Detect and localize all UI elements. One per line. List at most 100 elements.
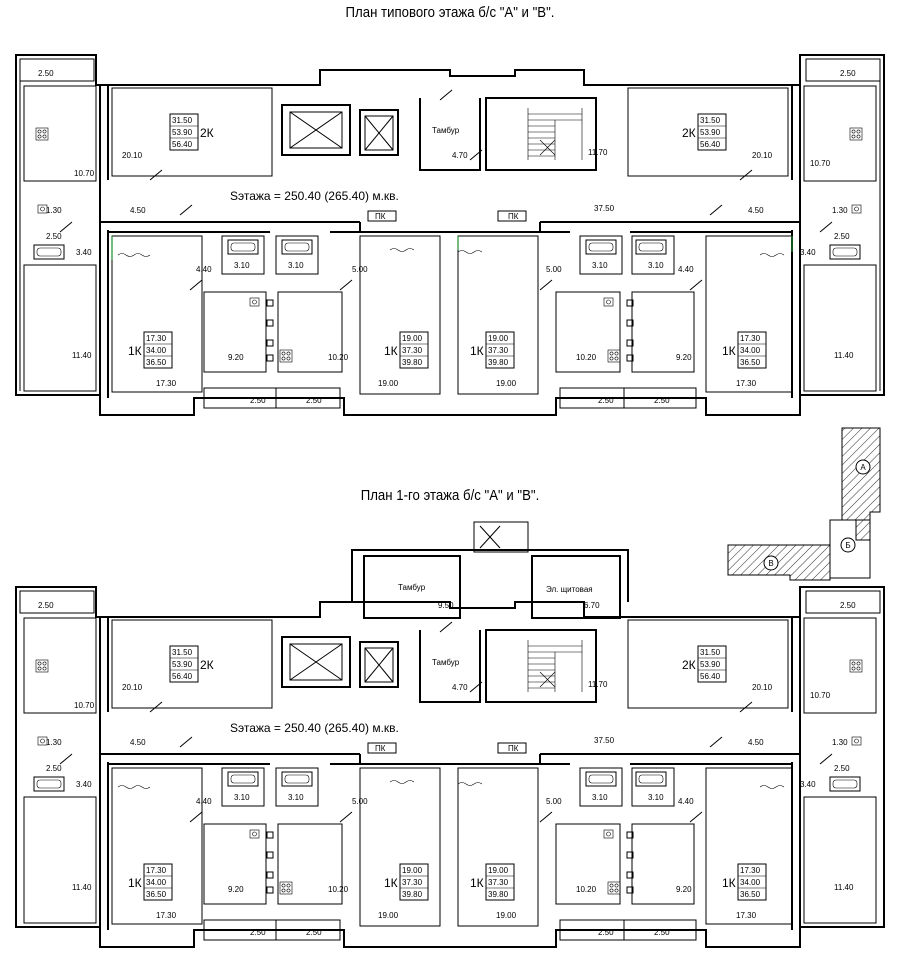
apartment-area-value: 19.00 (402, 866, 423, 875)
room-area-label: 17.30 (736, 379, 757, 388)
room-area-label: 3.10 (234, 793, 250, 802)
apartment-2k-left (169, 645, 199, 683)
apartment-area-value: 39.80 (402, 890, 423, 899)
room-area-label: 9.20 (228, 885, 244, 894)
room-area-label: 10.70 (74, 701, 95, 710)
apartment-area-value: 53.90 (700, 660, 721, 669)
apartment-area-value: 17.30 (146, 866, 167, 875)
room-area-label: 5.00 (352, 265, 368, 274)
apartment-area-value: 53.90 (700, 128, 721, 137)
room-area-label: 4.50 (748, 206, 764, 215)
room-area-label: 5.00 (546, 797, 562, 806)
apartment-area-value: 34.00 (146, 346, 167, 355)
first-floor-title: План 1-го этажа б/с "А" и "В". (360, 487, 540, 504)
room-area-label: 17.30 (156, 911, 177, 920)
apartment-area-value: 31.50 (700, 648, 721, 657)
room-area-label: 2.50 (834, 764, 850, 773)
room-area-label: 2.50 (598, 928, 614, 937)
apartment-type-label: 1К (722, 344, 736, 358)
apartment-type-label: 2К (200, 658, 214, 672)
apartment-area-value: 34.00 (146, 878, 167, 887)
apartment-area-value: 34.00 (740, 346, 761, 355)
section-letter: В (768, 559, 773, 568)
room-area-label: 1.30 (46, 738, 62, 747)
room-area-label: 9.20 (228, 353, 244, 362)
apartment-area-value: 56.40 (700, 672, 721, 681)
room-area-label: 2.50 (38, 601, 54, 610)
room-area-label: 20.10 (752, 683, 773, 692)
room-area-label: 3.10 (648, 261, 664, 270)
room-area-label: 5.00 (352, 797, 368, 806)
room-area-label: 20.10 (752, 151, 773, 160)
apartment-area-value: 19.00 (402, 334, 423, 343)
apartment-2k-right (697, 113, 727, 151)
room-area-label: 1.30 (46, 206, 62, 215)
room-area-label: 5.00 (546, 265, 562, 274)
apartment-area-value: 53.90 (172, 660, 193, 669)
room-area-label: 3.10 (592, 261, 608, 270)
room-area-label: 2.50 (840, 69, 856, 78)
room-area-label: Тамбур (432, 126, 460, 135)
room-area-label: 2.50 (598, 396, 614, 405)
room-area-label: 9.50 (438, 601, 454, 610)
panel-room-label: Эл. щитовая (546, 585, 593, 594)
apartment-area-value: 56.40 (700, 140, 721, 149)
room-area-label: 11.40 (72, 351, 92, 360)
apartment-1k-b-right (485, 331, 515, 369)
first-floor-plan (15, 521, 885, 948)
room-area-label: 19.00 (378, 911, 399, 920)
room-area-label: 1.30 (832, 206, 848, 215)
room-area-label: 20.10 (122, 683, 143, 692)
apartment-type-label: 1К (128, 344, 142, 358)
room-area-label: 10.70 (810, 691, 831, 700)
apartment-2k-right (697, 645, 727, 683)
outer-wall (15, 54, 885, 416)
apartment-type-label: 1К (470, 876, 484, 890)
room-area-label: 4.50 (130, 738, 146, 747)
apartment-1k-b-right (485, 863, 515, 901)
apartment-area-value: 37.30 (488, 346, 509, 355)
apartment-type-label: 2К (200, 126, 214, 140)
apartment-1k-b-left (399, 863, 429, 901)
first-tambur-label: Тамбур (398, 583, 426, 592)
apartment-1k-b-left (399, 331, 429, 369)
room-area-label: 3.10 (288, 261, 304, 270)
room-area-label: 4.70 (452, 151, 468, 160)
apartment-area-value: 56.40 (172, 672, 193, 681)
room-area-label: 2.50 (46, 232, 62, 241)
section-letter: А (860, 463, 866, 472)
apartment-area-value: 37.30 (402, 346, 423, 355)
apartment-area-value: 39.80 (488, 890, 509, 899)
floor-area-label: Sэтажа = 250.40 (265.40) м.кв. (230, 721, 399, 735)
apartment-area-value: 36.50 (740, 890, 761, 899)
apartment-area-value: 39.80 (488, 358, 509, 367)
room-area-label: 4.40 (678, 797, 694, 806)
room-area-label: 6.70 (584, 601, 600, 610)
apartment-area-value: 56.40 (172, 140, 193, 149)
room-area-label: 2.50 (840, 601, 856, 610)
apartment-area-value: 39.80 (402, 358, 423, 367)
room-area-label: 11.40 (72, 883, 92, 892)
room-area-label: 2.50 (654, 928, 670, 937)
room-area-label: 3.40 (76, 780, 92, 789)
apartment-1k-a-right (737, 863, 767, 901)
room-area-label: 3.10 (234, 261, 250, 270)
room-area-label: 9.20 (676, 885, 692, 894)
room-area-label: 2.50 (306, 396, 322, 405)
apartment-area-value: 19.00 (488, 866, 509, 875)
apartment-area-value: 53.90 (172, 128, 193, 137)
pk-label: ПК (375, 744, 386, 753)
room-area-label: 10.70 (74, 169, 95, 178)
room-area-label: 2.50 (46, 764, 62, 773)
room-area-label: 19.00 (378, 379, 399, 388)
room-area-label: 2.50 (834, 232, 850, 241)
apartment-area-value: 34.00 (740, 878, 761, 887)
room-area-label: 10.20 (576, 353, 597, 362)
room-area-label: 37.50 (594, 204, 615, 213)
apartment-area-value: 19.00 (488, 334, 509, 343)
apartment-area-value: 37.30 (402, 878, 423, 887)
room-area-label: 4.40 (678, 265, 694, 274)
apartment-area-value: 36.50 (146, 890, 167, 899)
apartment-area-value: 36.50 (146, 358, 167, 367)
apartment-1k-a-right (737, 331, 767, 369)
